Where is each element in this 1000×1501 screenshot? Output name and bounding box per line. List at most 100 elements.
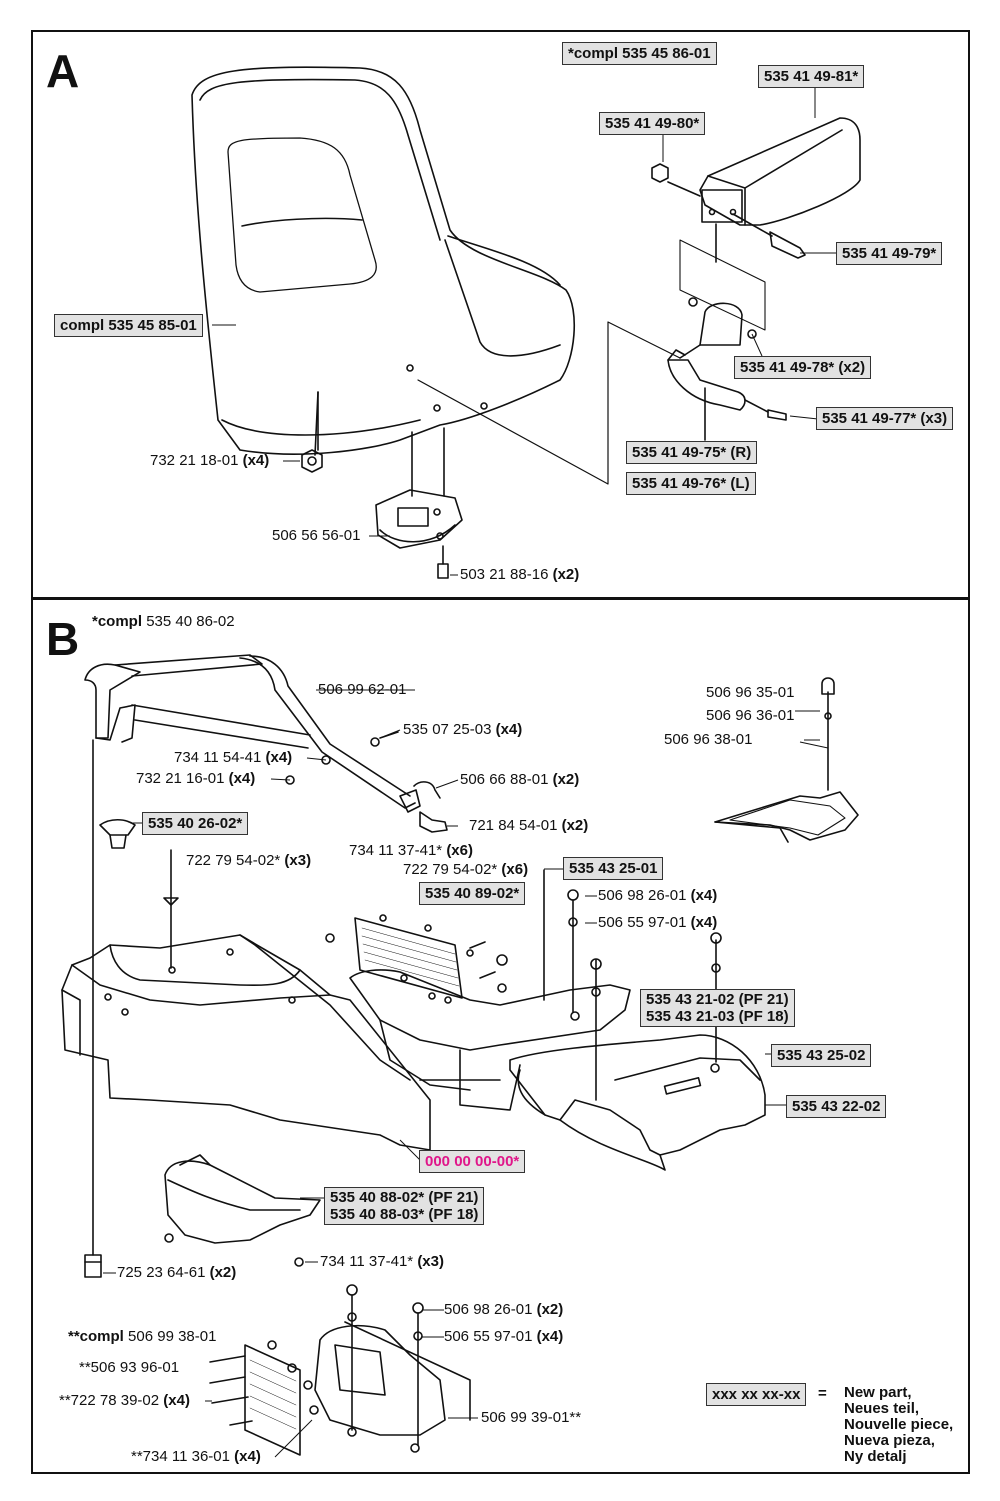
legend-line-de: Neues teil,: [844, 1400, 920, 1417]
grille-label: 535 40 89-02*: [419, 882, 526, 905]
legend-line-en: New part,: [844, 1384, 912, 1401]
fender-washer-number: 506 55 97-01: [598, 914, 687, 931]
deflector-label: 535 40 88-02* (PF 21) 535 40 88-03* (PF …: [324, 1187, 485, 1225]
seat-cover-drawing: [714, 677, 859, 843]
screw-drawing: [437, 545, 449, 579]
handle-pins-drawing: [285, 755, 448, 833]
deflector-pf18-label: 535 40 88-03* (PF 18): [330, 1206, 479, 1223]
seat-cover-washer-label: 506 96 36-01: [706, 707, 795, 724]
switch-screw-number: 503 21 88-16: [460, 566, 549, 583]
grille-screw-label: 722 79 54-02* (x6): [403, 861, 528, 879]
clevis-pin-number: 721 84 54-01: [469, 817, 558, 834]
lynch-pin-label: 506 66 88-01 (x2): [460, 771, 579, 789]
rear-cover-drawing: [61, 739, 431, 1256]
bracket-right-label: 535 41 49-75* (R): [626, 441, 758, 464]
cover-screw-number: 722 79 54-02*: [186, 852, 281, 869]
fender-pf21-label: 535 43 21-02 (PF 21): [646, 991, 789, 1008]
seat-cover-label: 506 96 38-01: [664, 731, 753, 748]
handle-screw-qty: (x4): [495, 721, 523, 738]
new-part-label: 000 00 00-00*: [419, 1150, 526, 1173]
deflector-pf21-label: 535 40 88-02* (PF 21): [330, 1189, 479, 1206]
armrest-nut-label: 535 41 49-80*: [599, 112, 706, 135]
deflector-nut-label: 734 11 37-41* (x3): [320, 1253, 444, 1271]
fender-left-label: 535 43 21-02 (PF 21) 535 43 21-03 (PF 18…: [640, 989, 795, 1027]
armrest-bolt-label: 535 41 49-79*: [836, 242, 943, 265]
sub-compl-number: 506 99 38-01: [128, 1328, 217, 1345]
armrest-drawing: [651, 117, 861, 441]
sub-washer-qty: (x4): [536, 1328, 564, 1345]
seat-compl-header-label: *compl 535 45 86-01: [562, 42, 717, 65]
fender-bolt-number: 506 98 26-01: [598, 887, 687, 904]
nut-drawing: [301, 449, 323, 473]
switch-drawing: [375, 489, 463, 549]
switch-screw-qty: (x2): [552, 566, 580, 583]
handle-bar-drawing: [84, 654, 421, 813]
sub-compl-prefix: **compl: [68, 1328, 124, 1345]
lynch-pin-qty: (x2): [552, 771, 580, 788]
deflector-nut-number: 734 11 37-41*: [320, 1253, 414, 1270]
fender-bracket-right-label: 535 43 25-02: [771, 1044, 872, 1067]
rear-bolt-label: 725 23 64-61 (x2): [117, 1264, 236, 1282]
grille-nut-label: 734 11 37-41* (x6): [349, 842, 473, 860]
grille-nut-qty: (x6): [446, 842, 473, 859]
deflector-nut-qty: (x3): [417, 1253, 444, 1270]
seat-nut-label: 732 21 18-01 (x4): [150, 452, 269, 470]
grille-screw-qty: (x6): [501, 861, 529, 878]
grass-deflector-drawing: [164, 1154, 321, 1267]
handle-bar-label: 506 99 62-01: [318, 681, 407, 698]
sub-grille-label: **506 93 96-01: [79, 1359, 180, 1376]
panel-b-compl-header: *compl 535 40 86-02: [92, 613, 235, 631]
clevis-pin-label: 721 84 54-01 (x2): [469, 817, 588, 835]
legend-line-es: Nueva pieza,: [844, 1432, 935, 1449]
fender-right-label: 535 43 22-02: [786, 1095, 887, 1118]
sub-compl-label: **compl 506 99 38-01: [68, 1328, 216, 1346]
rear-bolt-number: 725 23 64-61: [117, 1264, 206, 1281]
sub-screw-label: **722 78 39-02 (x4): [59, 1392, 190, 1410]
knob-label: 535 40 26-02*: [142, 812, 249, 835]
fender-pf18-label: 535 43 21-03 (PF 18): [646, 1008, 789, 1025]
bolt-drawing: [84, 1254, 102, 1278]
fender-right-drawing: [509, 869, 766, 1171]
sub-screw-qty: (x4): [163, 1392, 190, 1409]
legend-equals: =: [818, 1385, 827, 1402]
seat-nut-number: 732 21 18-01: [150, 452, 239, 469]
grille-screw-number: 722 79 54-02*: [403, 861, 498, 878]
leader-lines: [103, 86, 836, 1458]
small-hardware-drawing: [469, 889, 722, 997]
handle-washer-number: 734 11 54-41: [174, 749, 262, 766]
section-label-a: A: [46, 45, 80, 97]
switch-screw-label: 503 21 88-16 (x2): [460, 566, 579, 584]
fender-bolt-label: 506 98 26-01 (x4): [598, 887, 717, 905]
seat-drawing: [191, 66, 576, 497]
sub-housing-label: 506 99 39-01**: [481, 1409, 582, 1426]
grille-nut-number: 734 11 37-41*: [349, 842, 443, 859]
handle-screw-label: 535 07 25-03 (x4): [403, 721, 522, 739]
panel-b-compl-prefix: *compl: [92, 613, 143, 630]
bracket-left-label: 535 41 49-76* (L): [626, 472, 756, 495]
handle-nut-number: 732 21 16-01: [136, 770, 225, 787]
panel-b-compl-number: 535 40 86-02: [146, 613, 235, 630]
seat-switch-label: 506 56 56-01: [272, 527, 361, 544]
fender-left-drawing: [349, 969, 631, 1111]
seat-cover-knob-label: 506 96 35-01: [706, 684, 795, 701]
handle-nut-label: 732 21 16-01 (x4): [136, 770, 255, 788]
armrest-pad-label: 535 41 49-81*: [758, 65, 865, 88]
handle-washer-qty: (x4): [265, 749, 293, 766]
handle-washer-label: 734 11 54-41 (x4): [174, 749, 292, 767]
seat-nut-qty: (x4): [242, 452, 270, 469]
seat-compl-label: compl 535 45 85-01: [54, 314, 203, 337]
legend-line-sv: Ny detalj: [844, 1448, 907, 1465]
sub-bolt-number: 506 98 26-01: [444, 1301, 533, 1318]
sub-nut-label: **734 11 36-01 (x4): [131, 1448, 261, 1466]
cover-screw-qty: (x3): [284, 852, 312, 869]
sub-nut-qty: (x4): [234, 1448, 261, 1465]
legend-line-fr: Nouvelle piece,: [844, 1416, 954, 1433]
sub-assembly-drawing: [209, 1284, 471, 1456]
cover-screw-label: 722 79 54-02* (x3): [186, 852, 311, 870]
washer-label: 535 41 49-78* (x2): [734, 356, 872, 379]
handle-screw-number: 535 07 25-03: [403, 721, 492, 738]
sub-screw-number: **722 78 39-02: [59, 1392, 160, 1409]
bracket-screw-label: 535 41 49-77* (x3): [816, 407, 954, 430]
sub-bolt-qty: (x2): [536, 1301, 564, 1318]
